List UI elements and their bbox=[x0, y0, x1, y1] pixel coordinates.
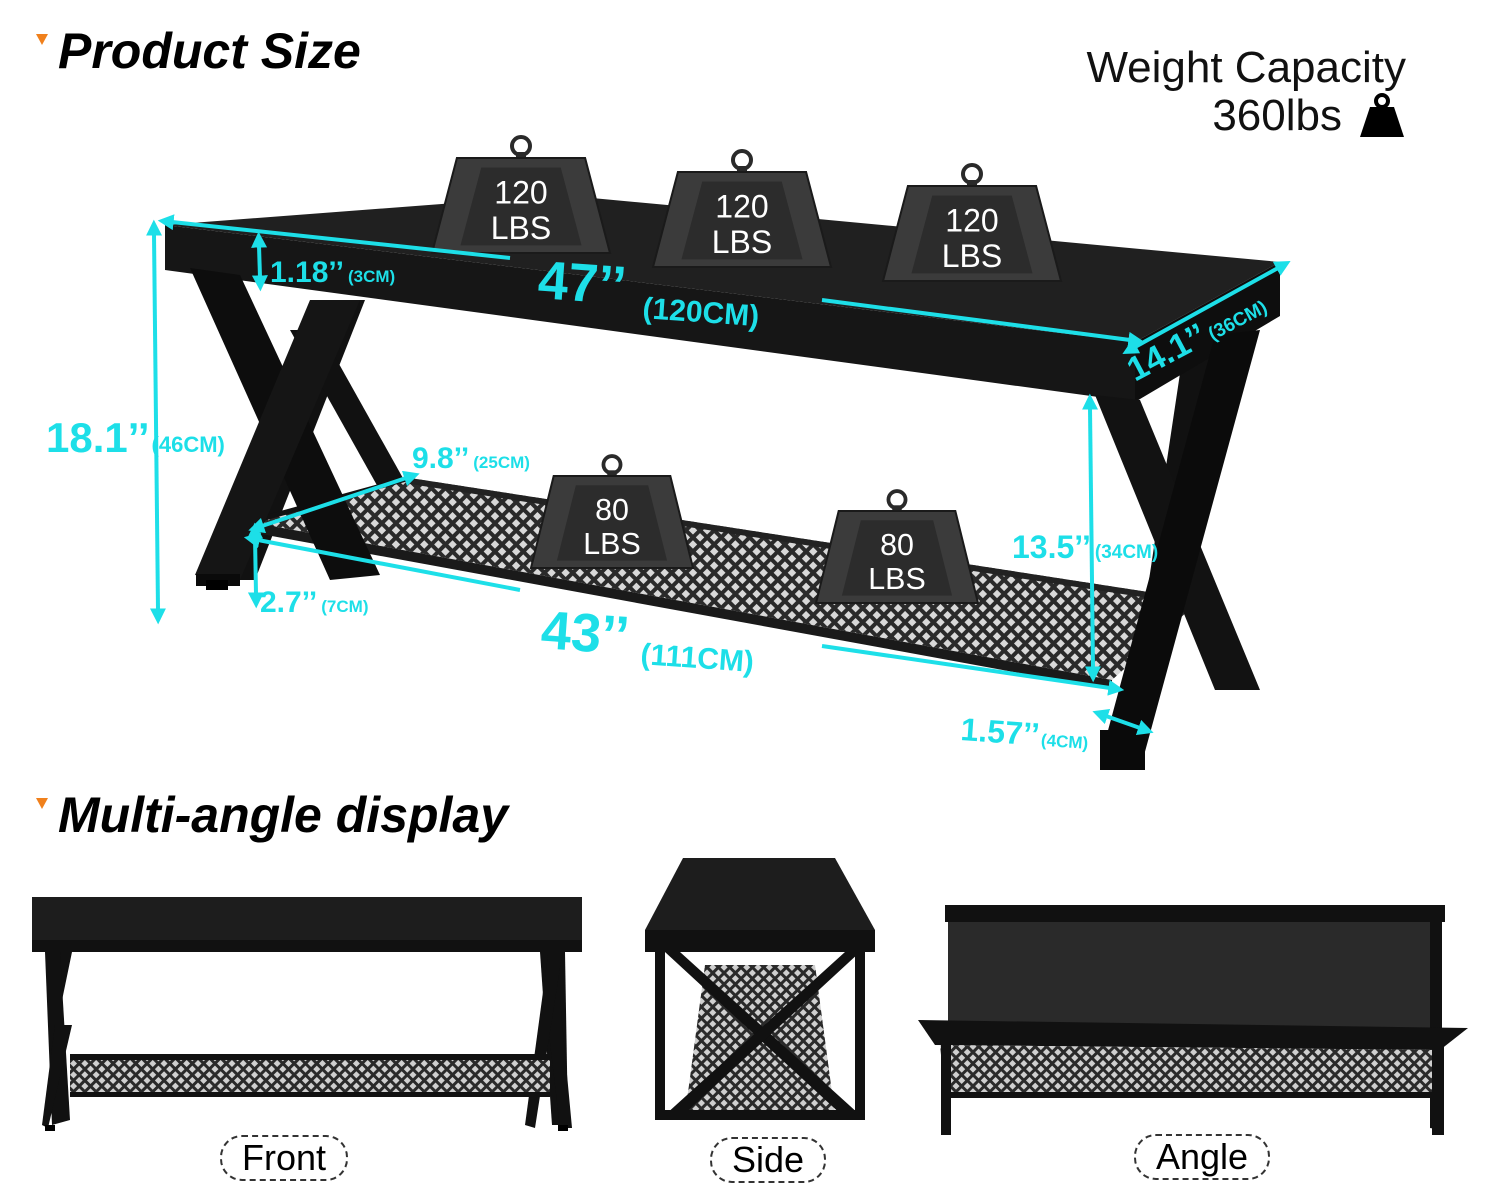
dimension-lines bbox=[146, 214, 1291, 736]
svg-text:43’’: 43’’ bbox=[539, 600, 631, 666]
shelf-depth-main: 9.8’’ bbox=[412, 442, 469, 475]
product-size-heading: Product Size bbox=[36, 22, 361, 80]
shelf-depth-sub: (25CM) bbox=[473, 453, 530, 472]
heading-marker-icon bbox=[36, 34, 48, 45]
svg-text:1.57’’(4CM): 1.57’’(4CM) bbox=[960, 711, 1090, 756]
svg-text:2.7’’(7CM): 2.7’’(7CM) bbox=[260, 586, 368, 619]
view-label-angle: Angle bbox=[1134, 1134, 1271, 1180]
top-thickness-sub: (3CM) bbox=[348, 267, 395, 286]
weight-number: 80 bbox=[595, 493, 629, 527]
svg-text:1.18’’(3CM): 1.18’’(3CM) bbox=[270, 256, 395, 289]
weight-capacity-value: 360lbs bbox=[1212, 91, 1342, 140]
svg-text:18.1’’(46CM): 18.1’’(46CM) bbox=[46, 414, 225, 461]
view-label-side: Side bbox=[710, 1137, 827, 1183]
height-sub: (46CM) bbox=[152, 432, 225, 457]
weight-number: 120 bbox=[494, 175, 547, 211]
height-main: 18.1’’ bbox=[46, 414, 150, 461]
weight-capacity-row: 360lbs bbox=[1066, 92, 1406, 140]
weight-number: 80 bbox=[880, 528, 914, 562]
length-top-main: 47’’ bbox=[536, 250, 628, 316]
heading-marker-icon bbox=[36, 798, 48, 809]
weight-unit: LBS bbox=[491, 210, 551, 246]
leg-width-main: 1.57’’ bbox=[960, 711, 1041, 752]
length-top-sub: (120CM) bbox=[642, 292, 761, 333]
weight-unit: LBS bbox=[712, 224, 772, 260]
svg-text:9.8’’(25CM): 9.8’’(25CM) bbox=[412, 442, 530, 475]
view-label-front: Front bbox=[220, 1135, 349, 1181]
svg-text:(120CM): (120CM) bbox=[642, 292, 761, 333]
front-view bbox=[32, 897, 582, 1131]
weight-number: 120 bbox=[715, 189, 768, 225]
floor-clearance-sub: (7CM) bbox=[321, 597, 368, 616]
weight-capacity-label: Weight Capacity bbox=[1086, 43, 1406, 92]
weight-capacity: Weight Capacity 360lbs bbox=[1066, 44, 1406, 140]
weight-number: 120 bbox=[945, 203, 998, 239]
svg-text:13.5’’(34CM): 13.5’’(34CM) bbox=[1012, 529, 1158, 565]
shelf-clearance-sub: (34CM) bbox=[1095, 542, 1158, 563]
svg-text:(111CM): (111CM) bbox=[640, 638, 755, 679]
multi-angle-heading: Multi-angle display bbox=[36, 786, 508, 844]
length-shelf-sub: (111CM) bbox=[640, 638, 755, 679]
floor-clearance-main: 2.7’’ bbox=[260, 586, 317, 619]
side-view bbox=[645, 858, 875, 1120]
length-shelf-main: 43’’ bbox=[539, 600, 631, 666]
product-size-title: Product Size bbox=[58, 23, 361, 79]
weight-unit: LBS bbox=[942, 238, 1002, 274]
top-thickness-main: 1.18’’ bbox=[270, 256, 344, 289]
weight-unit: LBS bbox=[868, 562, 925, 596]
leg-width-sub: (4CM) bbox=[1040, 731, 1088, 753]
multi-angle-title: Multi-angle display bbox=[58, 787, 509, 843]
dimension-labels: 47’’ (120CM) 14.1’’(36CM) 18.1’’(46CM) 1… bbox=[46, 250, 1271, 756]
shelf-clearance-main: 13.5’’ bbox=[1012, 529, 1091, 565]
weight-unit: LBS bbox=[583, 527, 640, 561]
angle-view bbox=[918, 905, 1468, 1135]
svg-text:47’’: 47’’ bbox=[536, 250, 628, 316]
weight-icon bbox=[1360, 93, 1404, 137]
